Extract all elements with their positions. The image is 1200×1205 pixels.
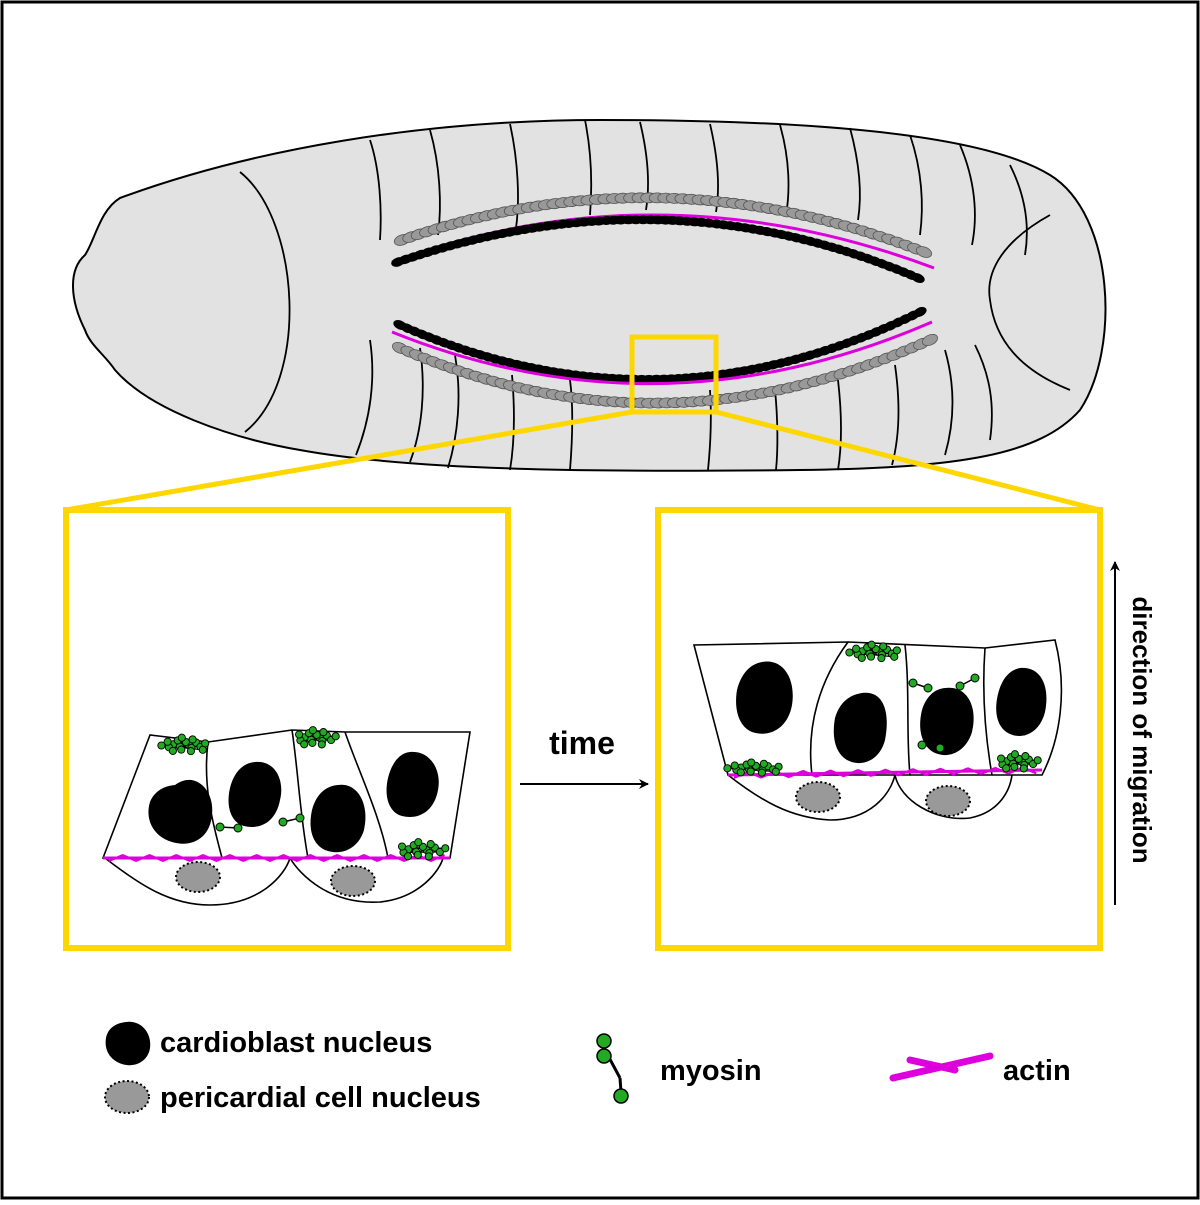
myosin-head (234, 824, 242, 832)
myosin-icon (597, 1034, 628, 1103)
myosin-head (178, 746, 185, 753)
myosin-head (178, 734, 185, 741)
myosin-head (868, 641, 875, 648)
myosin-head (414, 851, 421, 858)
direction-label: direction of migration (1127, 596, 1157, 863)
legend-cardioblast-label: cardioblast nucleus (160, 1027, 432, 1059)
legend-actin-label: actin (1003, 1055, 1071, 1087)
pericardial-nucleus (331, 866, 375, 896)
myosin-head (846, 649, 853, 656)
myosin-head (309, 739, 316, 746)
myosin-head (918, 741, 926, 749)
myosin-head (1011, 763, 1018, 770)
myosin-head (1022, 753, 1029, 760)
myosin-head (1003, 765, 1010, 772)
myosin-head (867, 653, 874, 660)
cardioblast-nucleus-icon (106, 1022, 151, 1065)
myosin-head (169, 747, 176, 754)
myosin-head (1011, 751, 1018, 758)
time-label: time (549, 725, 615, 761)
myosin-head (758, 769, 765, 776)
legend: cardioblast nucleus pericardial cell nuc… (105, 1022, 1071, 1114)
myosin-head (301, 741, 308, 748)
myosin-head (158, 742, 165, 749)
pericardial-nucleus (176, 862, 220, 892)
myosin-head (748, 759, 755, 766)
myosin-head (731, 762, 738, 769)
myosin-head (398, 843, 405, 850)
migration-direction: direction of migration (1115, 562, 1157, 905)
actin-icon (893, 1056, 990, 1078)
myosin-head (187, 748, 194, 755)
myosin-head (296, 814, 304, 822)
pericardial-nucleus (926, 786, 970, 816)
myosin-head (737, 769, 744, 776)
myosin-head (425, 853, 432, 860)
myosin-head (442, 845, 449, 852)
legend-pericardial-label: pericardial cell nucleus (160, 1082, 481, 1114)
pericardial-nucleus (796, 782, 840, 812)
myosin-head (309, 727, 316, 734)
myosin-head (415, 839, 422, 846)
myosin-head (858, 654, 865, 661)
myosin-head (216, 823, 224, 831)
myosin-head (878, 655, 885, 662)
pericardial-nucleus-icon (105, 1081, 149, 1113)
myosin-head (772, 768, 779, 775)
myosin-head (296, 731, 303, 738)
myosin-head (971, 674, 979, 682)
myosin-head (320, 729, 327, 736)
myosin-head (760, 760, 767, 767)
legend-myosin-label: myosin (660, 1055, 762, 1087)
myosin-head (427, 841, 434, 848)
myosin-head (936, 744, 944, 752)
myosin-head (880, 643, 887, 650)
myosin-head (956, 682, 964, 690)
zoom-panel-before (66, 510, 508, 948)
myosin-head (1020, 765, 1027, 772)
myosin-head (199, 746, 206, 753)
myosin-head (747, 768, 754, 775)
myosin-head (924, 684, 932, 692)
myosin-head (724, 765, 731, 772)
myosin-head (404, 853, 411, 860)
myosin-head (318, 741, 325, 748)
myosin-head (1034, 757, 1041, 764)
myosin-head (909, 679, 917, 687)
myosin-head (279, 818, 287, 826)
time-arrow: time (520, 725, 648, 784)
myosin-head (891, 653, 898, 660)
myosin-head (853, 645, 860, 652)
myosin-head (189, 736, 196, 743)
myosin-head (332, 733, 339, 740)
myosin-head (998, 755, 1005, 762)
